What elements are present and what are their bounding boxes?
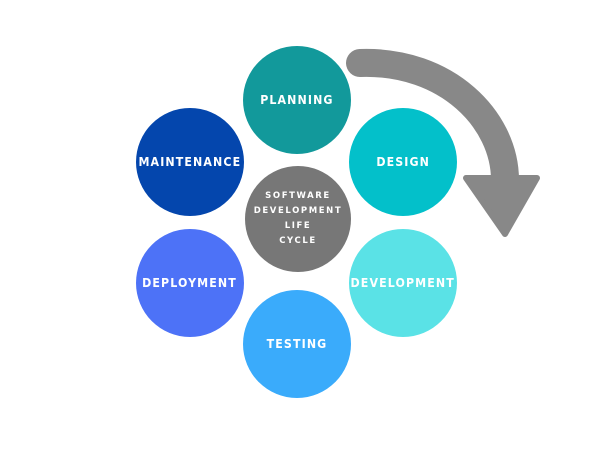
phase-testing-label: TESTING xyxy=(266,336,328,351)
phase-testing: TESTING xyxy=(243,290,351,398)
center-title-line-3: LIFE xyxy=(284,221,312,231)
phase-maintenance: MAINTENANCE xyxy=(136,108,244,216)
arrow-shaft xyxy=(346,48,519,194)
center-title-line-4: CYCLE xyxy=(279,235,317,246)
phase-deployment-label: DEPLOYMENT xyxy=(142,275,238,290)
phase-planning-label: PLANNING xyxy=(260,92,334,107)
center-title-line-2: DEVELOPMENT xyxy=(253,206,343,217)
phase-development: DEVELOPMENT xyxy=(349,229,457,337)
center-circle: SOFTWARE DEVELOPMENT LIFE CYCLE xyxy=(245,166,351,272)
arrow-head xyxy=(463,175,540,237)
phase-planning: PLANNING xyxy=(243,46,351,154)
phase-deployment: DEPLOYMENT xyxy=(136,229,244,337)
center-title-line-1: SOFTWARE xyxy=(265,191,331,202)
phase-development-label: DEVELOPMENT xyxy=(350,275,456,290)
phase-maintenance-label: MAINTENANCE xyxy=(138,154,242,169)
phase-design-label: DESIGN xyxy=(376,154,430,169)
phase-design: DESIGN xyxy=(349,108,457,216)
